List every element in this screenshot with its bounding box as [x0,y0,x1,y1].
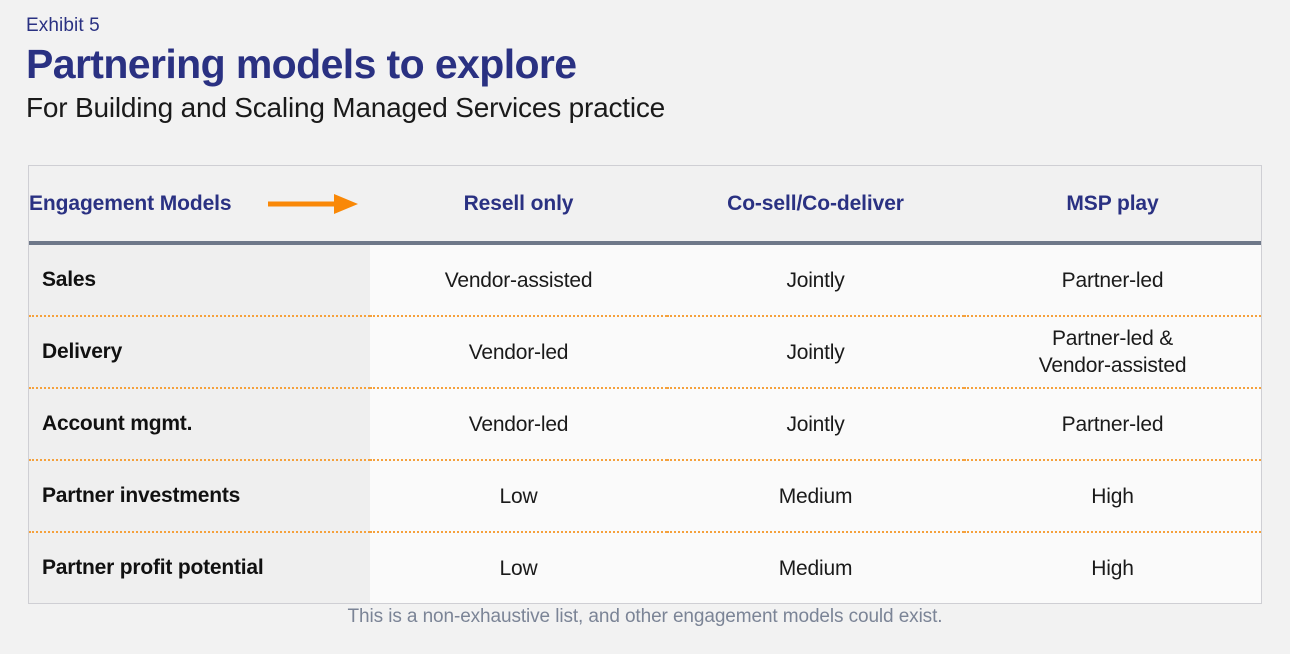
page-header: Exhibit 5 Partnering models to explore F… [26,14,1262,126]
cell-line: Jointly [786,412,845,436]
table-cell: Medium [667,531,964,603]
table-cell: High [964,531,1261,603]
table-cell: Vendor-led [370,387,667,460]
table-cell: Low [370,459,667,532]
page-subtitle: For Building and Scaling Managed Service… [26,92,666,123]
table-cell: Medium [667,459,964,532]
table-cell: Jointly [667,387,964,460]
table-cell: Partner-led & Vendor-assisted [964,315,1261,388]
table-cell: Low [370,531,667,603]
cell-line: High [1091,484,1134,508]
table-cell: High [964,459,1261,532]
cell-line: High [1091,556,1134,580]
column-header-msp-play: MSP play [964,166,1261,245]
table-row: Sales Vendor-assisted Jointly Partner-le… [29,243,1261,316]
cell-line: Jointly [786,268,845,292]
partnering-models-table: Engagement Models Resell only [28,165,1262,604]
cell-line: Jointly [786,340,845,364]
table-cell: Vendor-assisted [370,243,667,316]
cell-line: Medium [778,556,853,580]
right-arrow-icon [267,192,358,216]
cell-line: Vendor-assisted [444,268,593,292]
footnote: This is a non-exhaustive list, and other… [347,606,943,627]
row-label: Sales [29,243,370,316]
page-title: Partnering models to explore [26,41,577,87]
table-cell: Partner-led [964,387,1261,460]
table: Engagement Models Resell only [29,166,1261,603]
table-cell: Vendor-led [370,315,667,388]
cell-line: Partner-led [1061,268,1164,292]
cell-line: Low [499,484,538,508]
table-cell: Jointly [667,243,964,316]
cell-line: Vendor-led [468,412,569,436]
table-cell: Jointly [667,315,964,388]
cell-line: Low [499,556,538,580]
column-header-resell-only: Resell only [370,166,667,245]
cell-line: Vendor-led [468,340,569,364]
cell-line: Partner-led [1061,412,1164,436]
row-label: Partner profit potential [29,531,370,603]
column-header-co-sell-co-deliver: Co-sell/Co-deliver [667,166,964,245]
column-header-label: Co-sell/Co-deliver [727,191,904,215]
row-label: Delivery [29,315,370,388]
table-row: Partner investments Low Medium High [29,459,1261,532]
engagement-models-label: Engagement Models [29,191,232,215]
table-header-row: Engagement Models Resell only [29,166,1261,245]
cell-line: Medium [778,484,853,508]
cell-line: Vendor-assisted [1038,354,1187,377]
exhibit-label: Exhibit 5 [26,15,100,36]
table-header: Engagement Models Resell only [29,166,1261,245]
cell-line: Partner-led & [1051,327,1174,350]
table-row: Partner profit potential Low Medium High [29,531,1261,603]
column-header-label: Resell only [463,191,574,215]
engagement-models-header-cell: Engagement Models [29,166,370,245]
table-cell: Partner-led [964,243,1261,316]
table-row: Account mgmt. Vendor-led Jointly Partner… [29,387,1261,460]
row-label: Partner investments [29,459,370,532]
column-header-label: MSP play [1066,191,1159,215]
table-row: Delivery Vendor-led Jointly Partner-led … [29,315,1261,388]
table-body: Sales Vendor-assisted Jointly Partner-le… [29,243,1261,603]
row-label: Account mgmt. [29,387,370,460]
